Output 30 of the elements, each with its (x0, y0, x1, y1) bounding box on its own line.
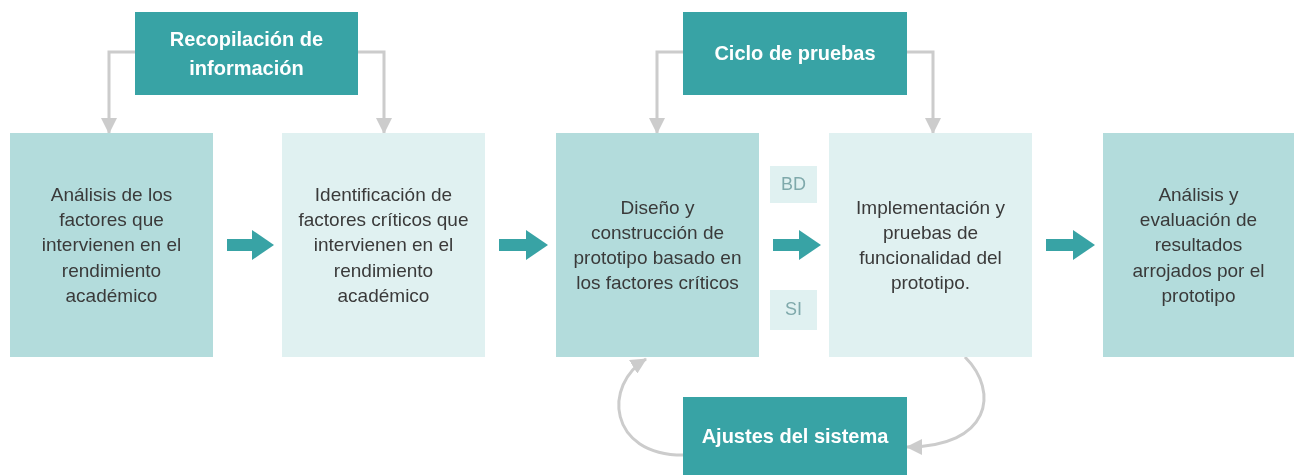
process-box (10, 133, 213, 357)
process-box (556, 133, 759, 357)
arrow (1046, 230, 1095, 260)
tag-box (770, 166, 817, 203)
node-text: Identificación de factores críticos que intervienen en el rendimiento académico (297, 183, 470, 308)
arrow (907, 50, 941, 134)
node-text: SI (785, 298, 802, 322)
arrow (617, 357, 684, 457)
stage-header-box (683, 397, 907, 475)
stage-header-box (683, 12, 907, 95)
node-text: Diseño y construcción de prototipo basado en los factores críticos (572, 195, 743, 296)
node-text: Análisis de los factores que intervienen en el rendimiento académico (40, 183, 183, 308)
arrow (773, 230, 821, 260)
node-text: Recopilación de información (168, 26, 325, 81)
tag-box (770, 290, 817, 330)
node-text: Ciclo de pruebas (714, 41, 876, 66)
arrow (101, 50, 135, 134)
arrow (906, 356, 986, 455)
arrow (358, 50, 392, 134)
arrow (649, 50, 683, 134)
node-text: Implementación y pruebas de funcionalidad del prototipo. (855, 195, 1006, 296)
node-text: BD (781, 172, 806, 196)
arrow (227, 230, 274, 260)
stage-header-box (135, 12, 358, 95)
node-text: Ajustes del sistema (701, 423, 889, 449)
process-box (282, 133, 485, 357)
process-box (1103, 133, 1294, 357)
process-box (829, 133, 1032, 357)
node-text: Análisis y evaluación de resultados arrojados por el prototipo (1131, 183, 1266, 308)
arrow (499, 230, 548, 260)
